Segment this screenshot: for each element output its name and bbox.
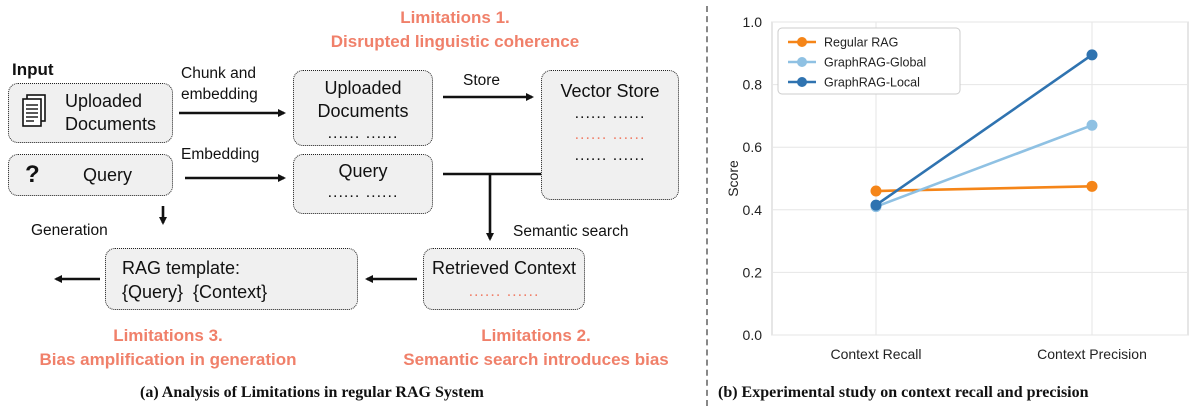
series-point-2-0 bbox=[870, 199, 882, 211]
embedding-label: Embedding bbox=[181, 146, 260, 163]
limitation-2-title: Limitations 2. bbox=[481, 326, 591, 345]
legend-marker-2 bbox=[797, 77, 807, 87]
panel-divider bbox=[706, 6, 708, 406]
series-point-1-1 bbox=[1086, 119, 1098, 131]
question-icon: ? bbox=[25, 161, 40, 188]
legend-label-1: GraphRAG-Global bbox=[824, 56, 926, 70]
vector-store-dots-2: ...... ...... bbox=[574, 126, 646, 143]
series-line-2 bbox=[875, 53, 1093, 207]
limitation-3-desc: Bias amplification in generation bbox=[39, 350, 297, 369]
semantic-search-label: Semantic search bbox=[513, 223, 629, 240]
series-point-2-1 bbox=[1086, 49, 1098, 61]
series-line-1 bbox=[875, 124, 1093, 208]
vector-store-box: Vector Store ...... ...... ...... ......… bbox=[541, 70, 679, 200]
query-input: ? Query bbox=[8, 154, 173, 196]
chunk-embedding-label: Chunk and embedding bbox=[181, 63, 258, 105]
limitation-3: Limitations 3. Bias amplification in gen… bbox=[8, 324, 328, 372]
legend-label-2: GraphRAG-Local bbox=[824, 76, 920, 90]
y-tick-label: 1.0 bbox=[743, 14, 763, 30]
y-tick-label: 0.6 bbox=[743, 139, 763, 155]
chunked-documents-dots: ...... ...... bbox=[327, 125, 399, 142]
y-tick-label: 0.2 bbox=[743, 264, 763, 280]
limitation-1-desc: Disrupted linguistic coherence bbox=[330, 32, 580, 51]
uploaded-documents-input: Uploaded Documents bbox=[8, 83, 173, 143]
limitation-2-desc: Semantic search introduces bias bbox=[403, 350, 669, 369]
store-label: Store bbox=[463, 72, 501, 89]
chunked-documents-line2: Documents bbox=[317, 101, 409, 121]
x-tick-label: Context Precision bbox=[1037, 346, 1147, 362]
retrieved-context-dots: ...... ...... bbox=[468, 283, 540, 300]
rag-template-line1: RAG template: bbox=[122, 258, 241, 278]
limitation-2: Limitations 2. Semantic search introduce… bbox=[366, 324, 706, 372]
limitation-1: Limitations 1. Disrupted linguistic cohe… bbox=[290, 6, 620, 54]
y-tick-label: 0.8 bbox=[743, 77, 763, 93]
y-axis-label: Score bbox=[725, 160, 741, 197]
series-point-0-0 bbox=[870, 185, 882, 197]
embedded-query-label: Query bbox=[338, 161, 388, 181]
rag-template-box: RAG template: {Query} {Context} bbox=[105, 248, 358, 310]
chunked-documents-box: Uploaded Documents ...... ...... bbox=[293, 70, 433, 146]
y-tick-label: 0.0 bbox=[743, 327, 763, 343]
vector-store-label: Vector Store bbox=[560, 81, 660, 101]
embedded-query-box: Query ...... ...... bbox=[293, 154, 433, 214]
series-line-0 bbox=[875, 185, 1093, 193]
legend-marker-1 bbox=[797, 57, 807, 67]
x-tick-label: Context Recall bbox=[830, 346, 921, 362]
legend-label-0: Regular RAG bbox=[824, 36, 898, 50]
legend-box bbox=[777, 27, 961, 95]
retrieved-context-box: Retrieved Context ...... ...... bbox=[423, 248, 585, 310]
series-point-0-1 bbox=[1086, 180, 1098, 192]
uploaded-documents-line1: Uploaded bbox=[65, 91, 143, 111]
query-input-label: Query bbox=[83, 165, 133, 185]
generation-label: Generation bbox=[31, 222, 108, 239]
chunk-label-line1: Chunk and bbox=[181, 65, 256, 82]
rag-template-line2: {Query} {Context} bbox=[122, 282, 268, 302]
limitation-3-title: Limitations 3. bbox=[113, 326, 223, 345]
legend-marker-0 bbox=[797, 37, 807, 47]
right-caption: (b) Experimental study on context recall… bbox=[718, 384, 1089, 401]
uploaded-documents-line2: Documents bbox=[65, 114, 157, 134]
chunked-documents-line1: Uploaded bbox=[324, 78, 402, 98]
input-label: Input bbox=[12, 60, 54, 79]
document-icon bbox=[22, 94, 46, 127]
left-caption: (a) Analysis of Limitations in regular R… bbox=[140, 384, 484, 401]
flow-arrows bbox=[54, 93, 541, 283]
vector-store-dots-3: ...... ...... bbox=[574, 147, 646, 164]
chunk-label-line2: embedding bbox=[181, 86, 258, 103]
embedded-query-dots: ...... ...... bbox=[327, 184, 399, 201]
limitation-1-title: Limitations 1. bbox=[400, 8, 510, 27]
y-tick-label: 0.4 bbox=[743, 202, 763, 218]
vector-store-dots-1: ...... ...... bbox=[574, 105, 646, 122]
retrieved-context-label: Retrieved Context bbox=[431, 258, 577, 278]
